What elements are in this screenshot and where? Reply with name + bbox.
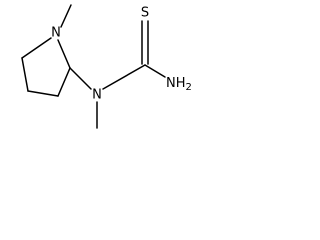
amine-n-to-c-bond bbox=[102, 64, 146, 90]
amino-group-label: NH2 bbox=[166, 76, 192, 94]
ring-c3-to-c2-bond bbox=[57, 67, 71, 97]
chemical-structure-diagram: N N S NH2 bbox=[21, 4, 192, 129]
sulfur-mask bbox=[140, 6, 151, 20]
ring-c4-to-c3-bond bbox=[27, 90, 59, 97]
ring-n-to-c5-bond bbox=[21, 37, 52, 59]
sulfur-label: S bbox=[141, 6, 149, 21]
c-to-nh2-bond bbox=[144, 64, 166, 78]
amine-nitrogen-label: N bbox=[92, 88, 102, 103]
ring-nitrogen-label: N bbox=[51, 26, 61, 41]
amine-nitrogen-mask bbox=[91, 88, 103, 102]
ring-nitrogen-mask bbox=[49, 26, 61, 40]
ring-c5-to-c4-bond bbox=[21, 57, 29, 92]
c2-to-amine-n-bond bbox=[69, 67, 92, 90]
ring-n-methyl-bond bbox=[60, 4, 72, 28]
ring-c2-to-n-bond bbox=[57, 39, 71, 69]
